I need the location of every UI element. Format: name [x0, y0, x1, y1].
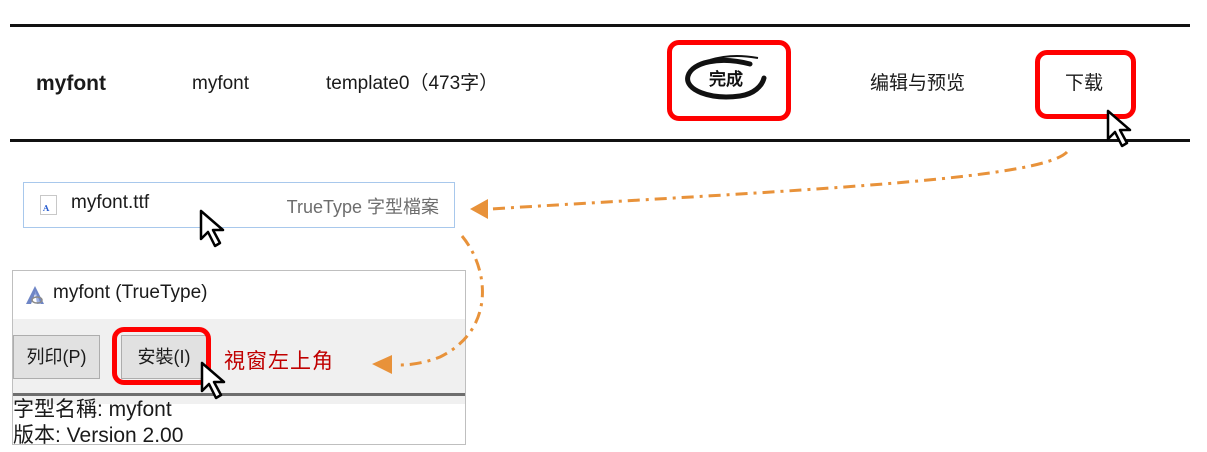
font-name-line: 字型名稱: myfont [13, 398, 172, 421]
downloaded-file-row[interactable]: A myfont.ttf TrueType 字型檔案 [23, 182, 455, 228]
dashdot-arrow-path [489, 150, 1069, 211]
font-file-icon: A [40, 195, 57, 215]
font-viewer-icon [26, 286, 44, 304]
done-highlight-box [667, 40, 791, 121]
edit-preview-link[interactable]: 编辑与预览 [870, 73, 966, 94]
viewer-title: myfont (TrueType) [53, 282, 208, 303]
arrow-head-icon [470, 199, 488, 219]
corner-annotation-label: 視窗左上角 [224, 350, 334, 373]
viewer-separator [13, 393, 465, 396]
done-badge[interactable]: 完成 [680, 52, 770, 104]
install-button[interactable]: 安裝(I) [121, 335, 207, 379]
download-link[interactable]: 下载 [1065, 73, 1104, 94]
version-line: 版本: Version 2.00 [13, 424, 184, 445]
brush-ring-icon: 完成 [685, 55, 767, 100]
print-button[interactable]: 列印(P) [13, 335, 100, 379]
table-bottom-border [10, 139, 1190, 142]
install-highlight-box [112, 327, 211, 385]
font-name-bold: myfont [36, 72, 106, 95]
download-highlight-box [1035, 50, 1136, 119]
template-info: template0（473字） [326, 73, 499, 94]
viewer-titlebar: myfont (TrueType) [13, 271, 465, 319]
file-type: TrueType 字型檔案 [286, 197, 439, 217]
file-name: myfont.ttf [71, 192, 150, 213]
font-name: myfont [192, 73, 250, 94]
done-badge-text: 完成 [709, 69, 743, 90]
table-top-border [10, 24, 1190, 27]
viewer-body: 字型名稱: myfont 版本: Version 2.00 [13, 397, 465, 445]
